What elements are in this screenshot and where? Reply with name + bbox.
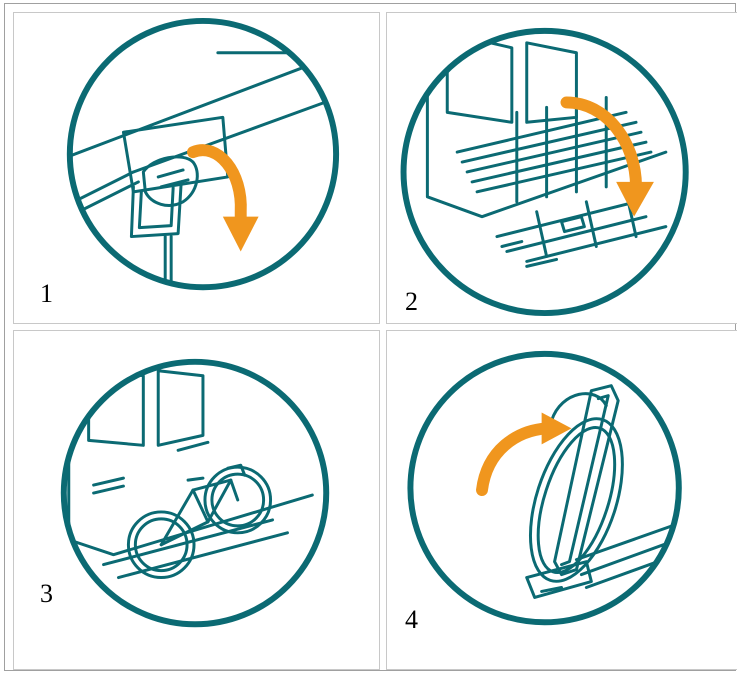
step-number: 4 (405, 607, 418, 633)
step-number: 2 (405, 289, 418, 315)
step-3-cell: 3 (13, 330, 380, 670)
step-4-cell: 4 (386, 330, 737, 670)
step-1-cell: 1 (13, 12, 380, 324)
step-number: 1 (40, 281, 53, 307)
steps-table: 1 (4, 3, 736, 671)
bike-on-rack-icon (14, 331, 379, 669)
support-arm-over-wheel-icon (387, 331, 737, 669)
step-number: 3 (40, 581, 53, 607)
bike-rack-handle-pull-down-icon (14, 13, 379, 323)
step-2-cell: 2 (386, 12, 737, 324)
bike-rack-unfold-icon (387, 13, 737, 323)
